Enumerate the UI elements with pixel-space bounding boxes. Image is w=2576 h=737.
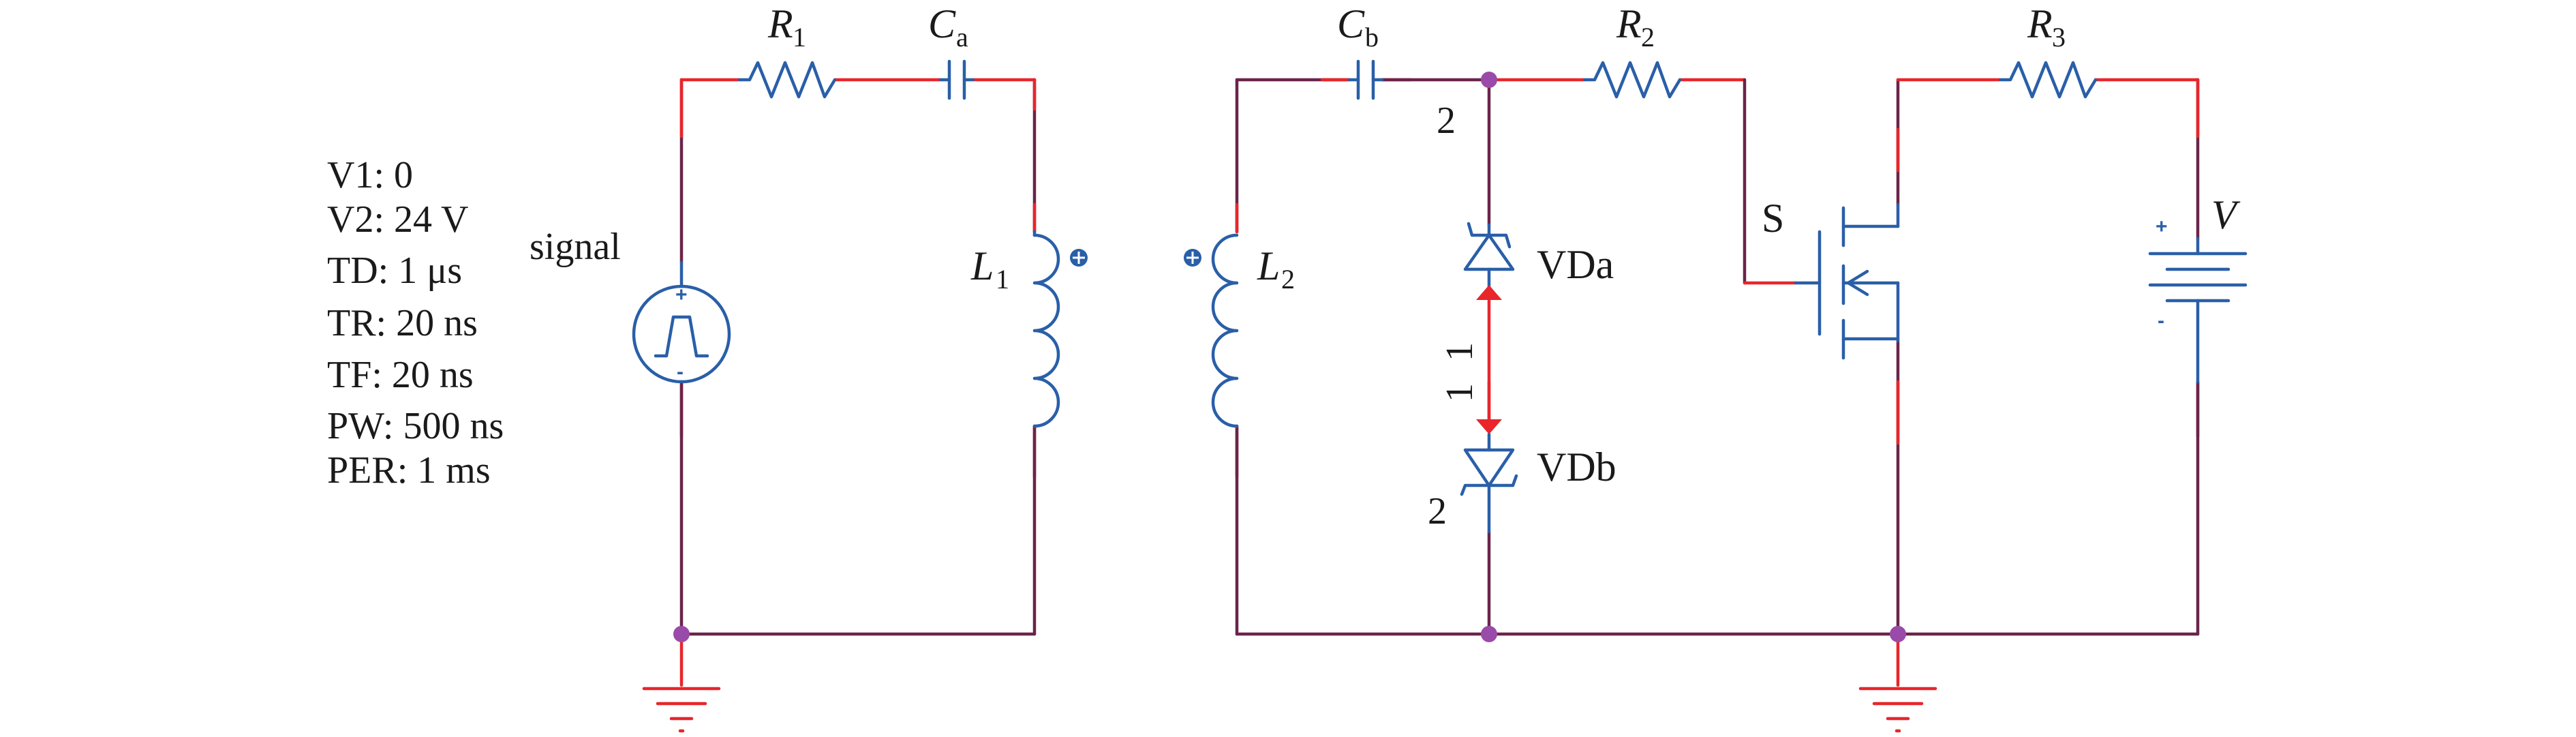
r3-subscript: 3 (2052, 22, 2066, 52)
param-td: TD: 1 μs (327, 250, 462, 292)
resistor-r1 (737, 61, 837, 99)
ground-right-icon (1858, 687, 1937, 733)
r3-label: R (2027, 1, 2053, 46)
vdb-pin-2-label: 2 (1428, 490, 1447, 532)
r1-label: R (767, 1, 793, 46)
inductor-l2 (1211, 233, 1239, 428)
cb-label: C (1337, 1, 1365, 46)
param-per: PER: 1 ms (327, 449, 491, 492)
vda-label: VDa (1537, 242, 1614, 287)
l2-label: L (1257, 243, 1280, 288)
r1-subscript: 1 (793, 22, 806, 52)
vdb-pin-1-label: 1 (1439, 383, 1481, 402)
pulse-source (632, 260, 731, 384)
battery-minus-sign: - (2158, 310, 2164, 332)
source-parameters: V1: 0 V2: 24 V TD: 1 μs TR: 20 ns TF: 20… (327, 154, 504, 492)
ca-subscript: a (956, 22, 968, 52)
resistor-r3 (1998, 61, 2098, 99)
l1-subscript: 1 (996, 264, 1009, 295)
primary-loop-wires (679, 78, 1037, 687)
source-minus-sign: - (677, 361, 684, 383)
switch-label: S (1762, 196, 1784, 241)
diode-connection-red (1476, 285, 1502, 434)
l1-label: L (970, 243, 994, 288)
node-diode-ground (1481, 626, 1497, 642)
node-mosfet-ground (1890, 626, 1906, 642)
signal-label: signal (530, 226, 621, 268)
vda-pin-1-label: 1 (1439, 342, 1481, 361)
dot-marker-l1-icon (1070, 249, 1088, 267)
secondary-wires (1235, 78, 2200, 687)
node-2 (1481, 72, 1497, 88)
param-tr: TR: 20 ns (327, 302, 478, 344)
dot-marker-l2-icon (1184, 249, 1201, 267)
l2-subscript: 2 (1281, 264, 1295, 295)
ca-label: C (928, 1, 956, 46)
param-pw: PW: 500 ns (327, 405, 504, 447)
source-plus-sign: + (675, 284, 688, 306)
node-primary-ground (673, 626, 690, 642)
battery-v (2148, 237, 2248, 384)
r2-subscript: 2 (1641, 22, 1655, 52)
mosfet-s (1794, 202, 1900, 360)
zener-diode-vda (1463, 222, 1515, 288)
zener-diode-vdb (1460, 432, 1518, 534)
param-tf: TF: 20 ns (327, 354, 474, 396)
param-v1: V1: 0 (327, 154, 413, 196)
resistor-r2 (1582, 61, 1682, 99)
ground-left-icon (642, 687, 721, 733)
battery-plus-sign: + (2156, 215, 2168, 238)
cb-subscript: b (1365, 22, 1379, 52)
inductor-l1 (1032, 230, 1060, 428)
capacitor-ca (938, 59, 975, 100)
r2-label: R (1616, 1, 1642, 46)
capacitor-cb (1347, 59, 1384, 100)
node-2-label: 2 (1437, 100, 1456, 142)
param-v2: V2: 24 V (327, 198, 468, 241)
vdb-label: VDb (1537, 445, 1616, 490)
battery-label: V (2211, 192, 2241, 237)
